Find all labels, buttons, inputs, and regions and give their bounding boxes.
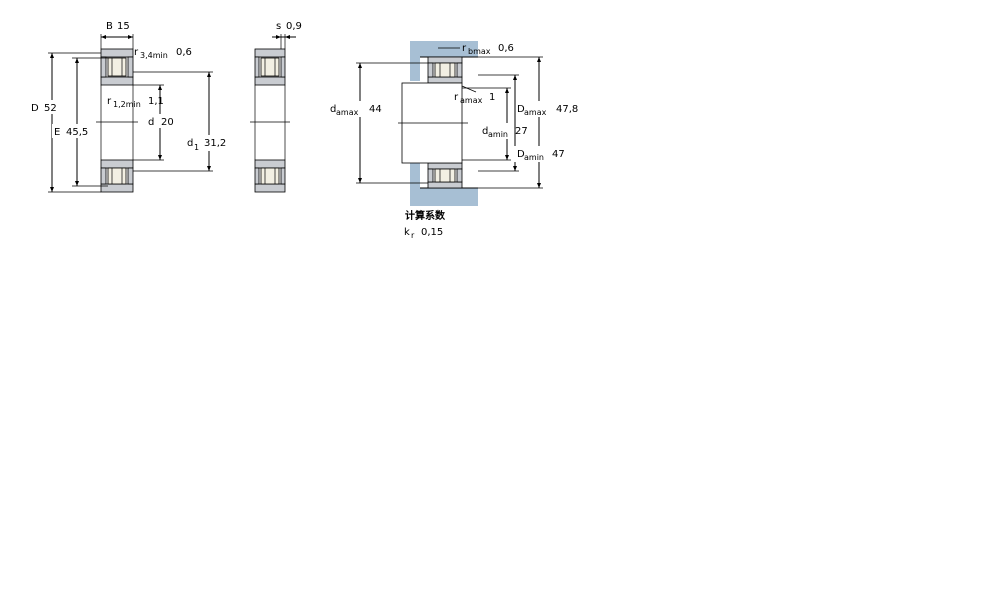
svg-text:d: d [482,126,488,137]
dim-D: D 52 [28,52,101,193]
D-value: 52 [44,103,57,114]
svg-text:r: r [107,96,112,107]
view2-section [250,48,290,193]
svg-text:amax: amax [460,96,483,105]
dim-d: d 20 [133,84,175,161]
svg-text:D: D [517,104,525,115]
dim-r34: r 3,4min 0,6 [134,47,192,60]
svg-text:amin: amin [488,130,508,139]
svg-text:1,2min: 1,2min [113,100,141,109]
d1-label: d [187,138,193,149]
E-label: E [54,127,60,138]
svg-text:bmax: bmax [468,47,491,56]
dim-damin: d amin 27 [462,87,530,161]
svg-text:1: 1 [194,143,199,152]
d-value: 20 [161,117,174,128]
svg-text:amax: amax [524,108,547,117]
svg-text:D: D [517,149,525,160]
inner-ring-bottom [100,159,134,169]
roller-top [107,57,127,77]
outer-ring-bottom [100,183,134,193]
svg-text:3,4min: 3,4min [140,51,168,60]
d1-value: 31,2 [204,138,226,149]
svg-text:r: r [454,92,459,103]
dim-E: E 45,5 [52,57,108,187]
B-label: B [106,21,113,32]
dim-damax: d amax 44 [328,62,428,184]
svg-text:k: k [404,227,410,238]
dim-s: s 0,9 [272,21,302,49]
svg-text:amin: amin [524,153,544,162]
s-value: 0,9 [286,21,302,32]
svg-text:r: r [411,231,415,240]
Damin-value: 47 [552,149,565,160]
dim-B: B 15 [100,21,134,49]
view1-section [96,48,138,193]
dim-rbmax: r bmax 0,6 [438,43,514,56]
B-value: 15 [117,21,130,32]
dim-Damin: D amin 47 [478,74,570,172]
damin-value: 27 [515,126,528,137]
E-value: 45,5 [66,127,88,138]
svg-text:d: d [330,104,336,115]
calc-title: 计算系数 [405,209,446,222]
ramax-value: 1 [489,92,495,103]
svg-text:r: r [462,43,467,54]
view3-bearing [398,56,468,189]
calc-factors: 计算系数 k r 0,15 [404,209,446,240]
kr-value: 0,15 [421,227,443,238]
svg-text:amax: amax [336,108,359,117]
dim-d1: d 1 31,2 [133,71,229,172]
Damax-value: 47,8 [556,104,578,115]
outer-ring-top [100,48,134,58]
dim-Damax: D amax 47,8 [478,56,580,189]
view3-housing [410,41,478,206]
damax-value: 44 [369,104,382,115]
s-label: s [276,21,281,32]
rbmax-value: 0,6 [498,43,514,54]
inner-ring-top [100,76,134,86]
D-label: D [31,103,39,114]
d-label: d [148,117,154,128]
r34-value: 0,6 [176,47,192,58]
dim-r12: r 1,2min 1,1 [107,96,164,109]
r12-value: 1,1 [148,96,164,107]
roller-bottom [107,167,127,185]
svg-text:r: r [134,47,139,58]
dim-ramax: r amax 1 [454,85,495,105]
